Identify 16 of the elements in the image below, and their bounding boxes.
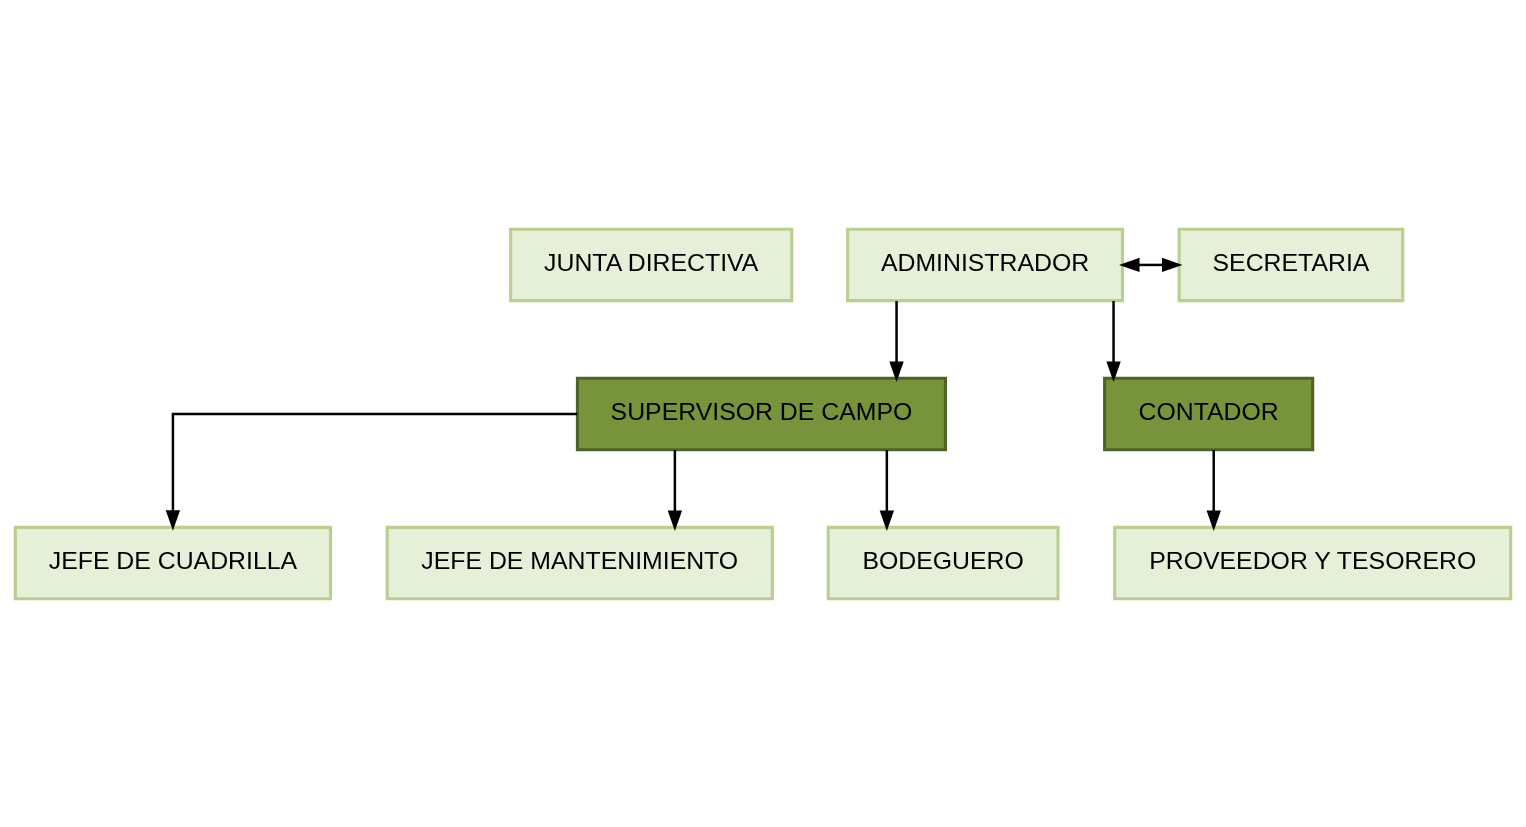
arrow bbox=[1119, 257, 1183, 272]
arrow bbox=[667, 449, 683, 531]
arrow bbox=[165, 412, 578, 531]
node-box: BODEGUERO bbox=[826, 525, 1060, 600]
node-box: JEFE DE CUADRILLA bbox=[13, 525, 333, 600]
arrow bbox=[1206, 449, 1221, 531]
node-box: SECRETARIA bbox=[1177, 227, 1405, 302]
arrow bbox=[1106, 300, 1121, 382]
arrow bbox=[889, 300, 904, 382]
node-box: ADMINISTRADOR bbox=[846, 227, 1125, 302]
node-box: PROVEEDOR Y TESORERO bbox=[1113, 525, 1513, 600]
node-box: CONTADOR bbox=[1103, 376, 1315, 451]
node-box: JEFE DE MANTENIMIENTO bbox=[385, 525, 774, 600]
node-box: SUPERVISOR DE CAMPO bbox=[575, 376, 947, 451]
node-box: JUNTA DIRECTIVA bbox=[509, 227, 794, 302]
arrow bbox=[879, 449, 894, 531]
